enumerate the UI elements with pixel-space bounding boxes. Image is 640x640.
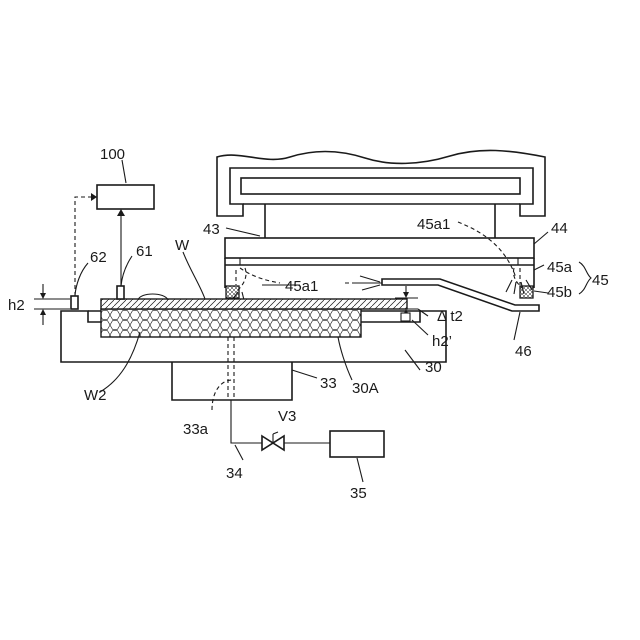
ring-member [225,238,534,288]
sensor-61 [117,286,124,299]
label-nozzle-bottom: 45a1 [285,278,318,295]
label-chuck-top: 30A [352,380,379,397]
nozzle-block-left [226,286,239,298]
label-pump-35: 35 [350,485,367,502]
label-arm-46: 46 [515,343,532,360]
label-wafer: W [175,237,190,254]
label-height-right: h2’ [432,333,452,350]
label-part-b: 45b [547,284,572,301]
label-frame-43: 43 [203,221,220,238]
label-delta: Δ t2 [437,308,463,325]
upper-frame [217,150,545,238]
chuck [61,309,446,362]
label-wafer-layer: W2 [84,387,107,404]
label-height-left: h2 [8,297,25,314]
label-nozzle-top: 45a1 [417,216,450,233]
spray-flows [232,222,532,300]
label-group-45: 45 [592,272,609,289]
label-controller: 100 [100,146,125,163]
label-chuck-30: 30 [425,359,442,376]
sensor-62 [71,296,78,309]
label-pipe-34: 34 [226,465,243,482]
shaft [172,337,292,410]
label-shaft-33: 33 [320,375,337,392]
pump-box [330,431,384,457]
label-valve: V3 [278,408,296,425]
wafer [101,294,407,309]
label-sensor-61: 61 [136,243,153,260]
label-part-a: 45a [547,259,573,276]
label-passage: 33a [183,421,209,438]
label-sensor-62: 62 [90,249,107,266]
piping [231,400,384,457]
label-ring-44: 44 [551,220,568,237]
